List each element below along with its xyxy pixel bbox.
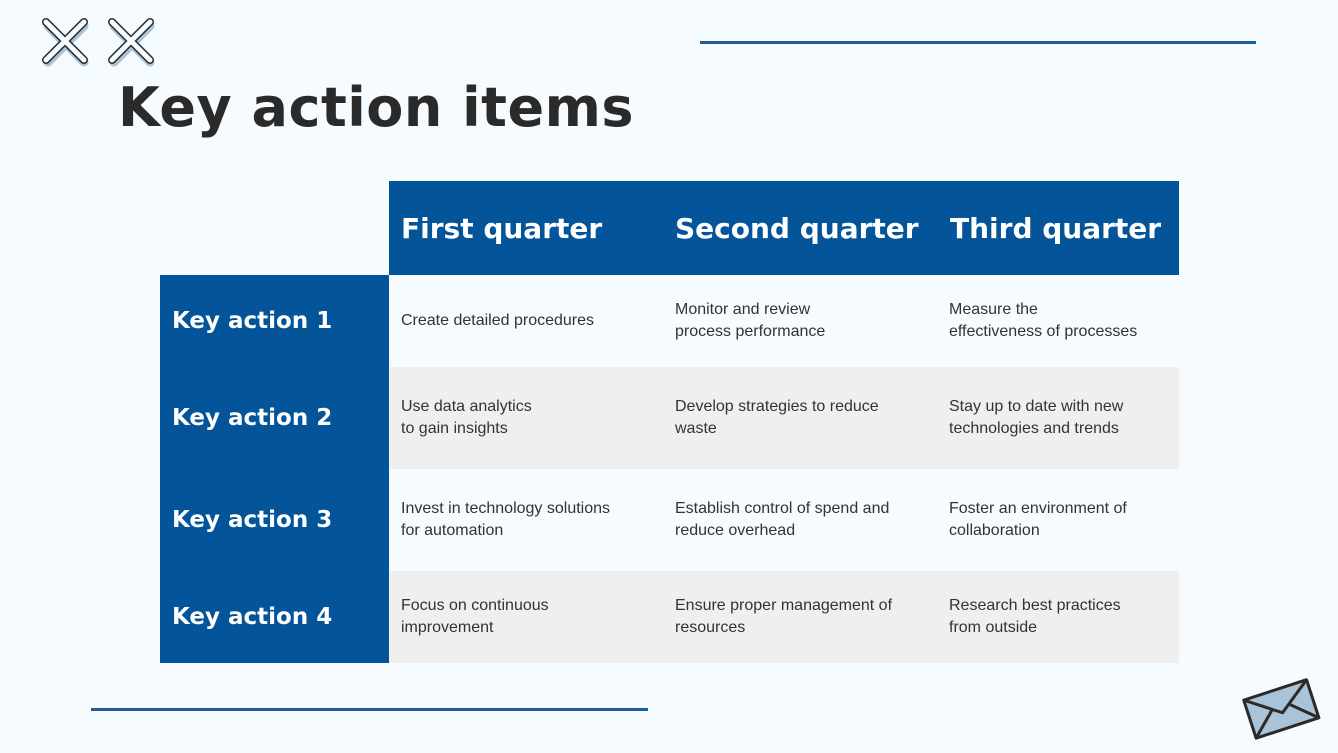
table-header: First quarter Second quarter Third quart…	[389, 181, 1179, 275]
table-cell: Measure the effectiveness of processes	[949, 301, 1138, 340]
column-header-q2: Second quarter	[675, 211, 919, 245]
column-header-q3: Third quarter	[950, 211, 1162, 245]
table-cell: Focus on continuous improvement	[401, 597, 549, 636]
page-title: Key action items	[118, 76, 634, 139]
x-mark-icon	[42, 18, 89, 67]
table-cell: Create detailed procedures	[401, 312, 595, 329]
column-header-q1: First quarter	[401, 211, 603, 245]
table-row: Create detailed procedures Monitor and r…	[389, 275, 1179, 367]
row-label-2: Key action 2	[172, 405, 333, 431]
row-label-4: Key action 4	[172, 604, 333, 630]
table-row: Focus on continuous improvement Ensure p…	[389, 571, 1179, 663]
row-label-column: Key action 1 Key action 2 Key action 3 K…	[160, 275, 389, 663]
table-cell: Stay up to date with new technologies an…	[949, 398, 1124, 437]
table-cell: Research best practices from outside	[949, 597, 1121, 636]
table-cell: Foster an environment of collaboration	[949, 500, 1127, 539]
envelope-icon	[1242, 678, 1321, 740]
table-row: Invest in technology solutions for autom…	[389, 469, 1179, 571]
bottom-divider-line	[91, 708, 648, 711]
row-label-3: Key action 3	[172, 507, 333, 533]
table-cell: Monitor and review process performance	[675, 301, 826, 340]
table-cell: Invest in technology solutions for autom…	[401, 500, 611, 539]
table-cell: Establish control of spend and reduce ov…	[675, 500, 890, 539]
x-mark-icon	[108, 18, 155, 67]
table-row: Use data analytics to gain insights Deve…	[389, 367, 1179, 469]
table-cell: Ensure proper management of resources	[675, 597, 893, 636]
row-label-1: Key action 1	[172, 308, 333, 334]
table-cell: Use data analytics to gain insights	[401, 398, 532, 437]
top-divider-line	[700, 41, 1256, 44]
table-cell: Develop strategies to reduce waste	[675, 398, 879, 437]
